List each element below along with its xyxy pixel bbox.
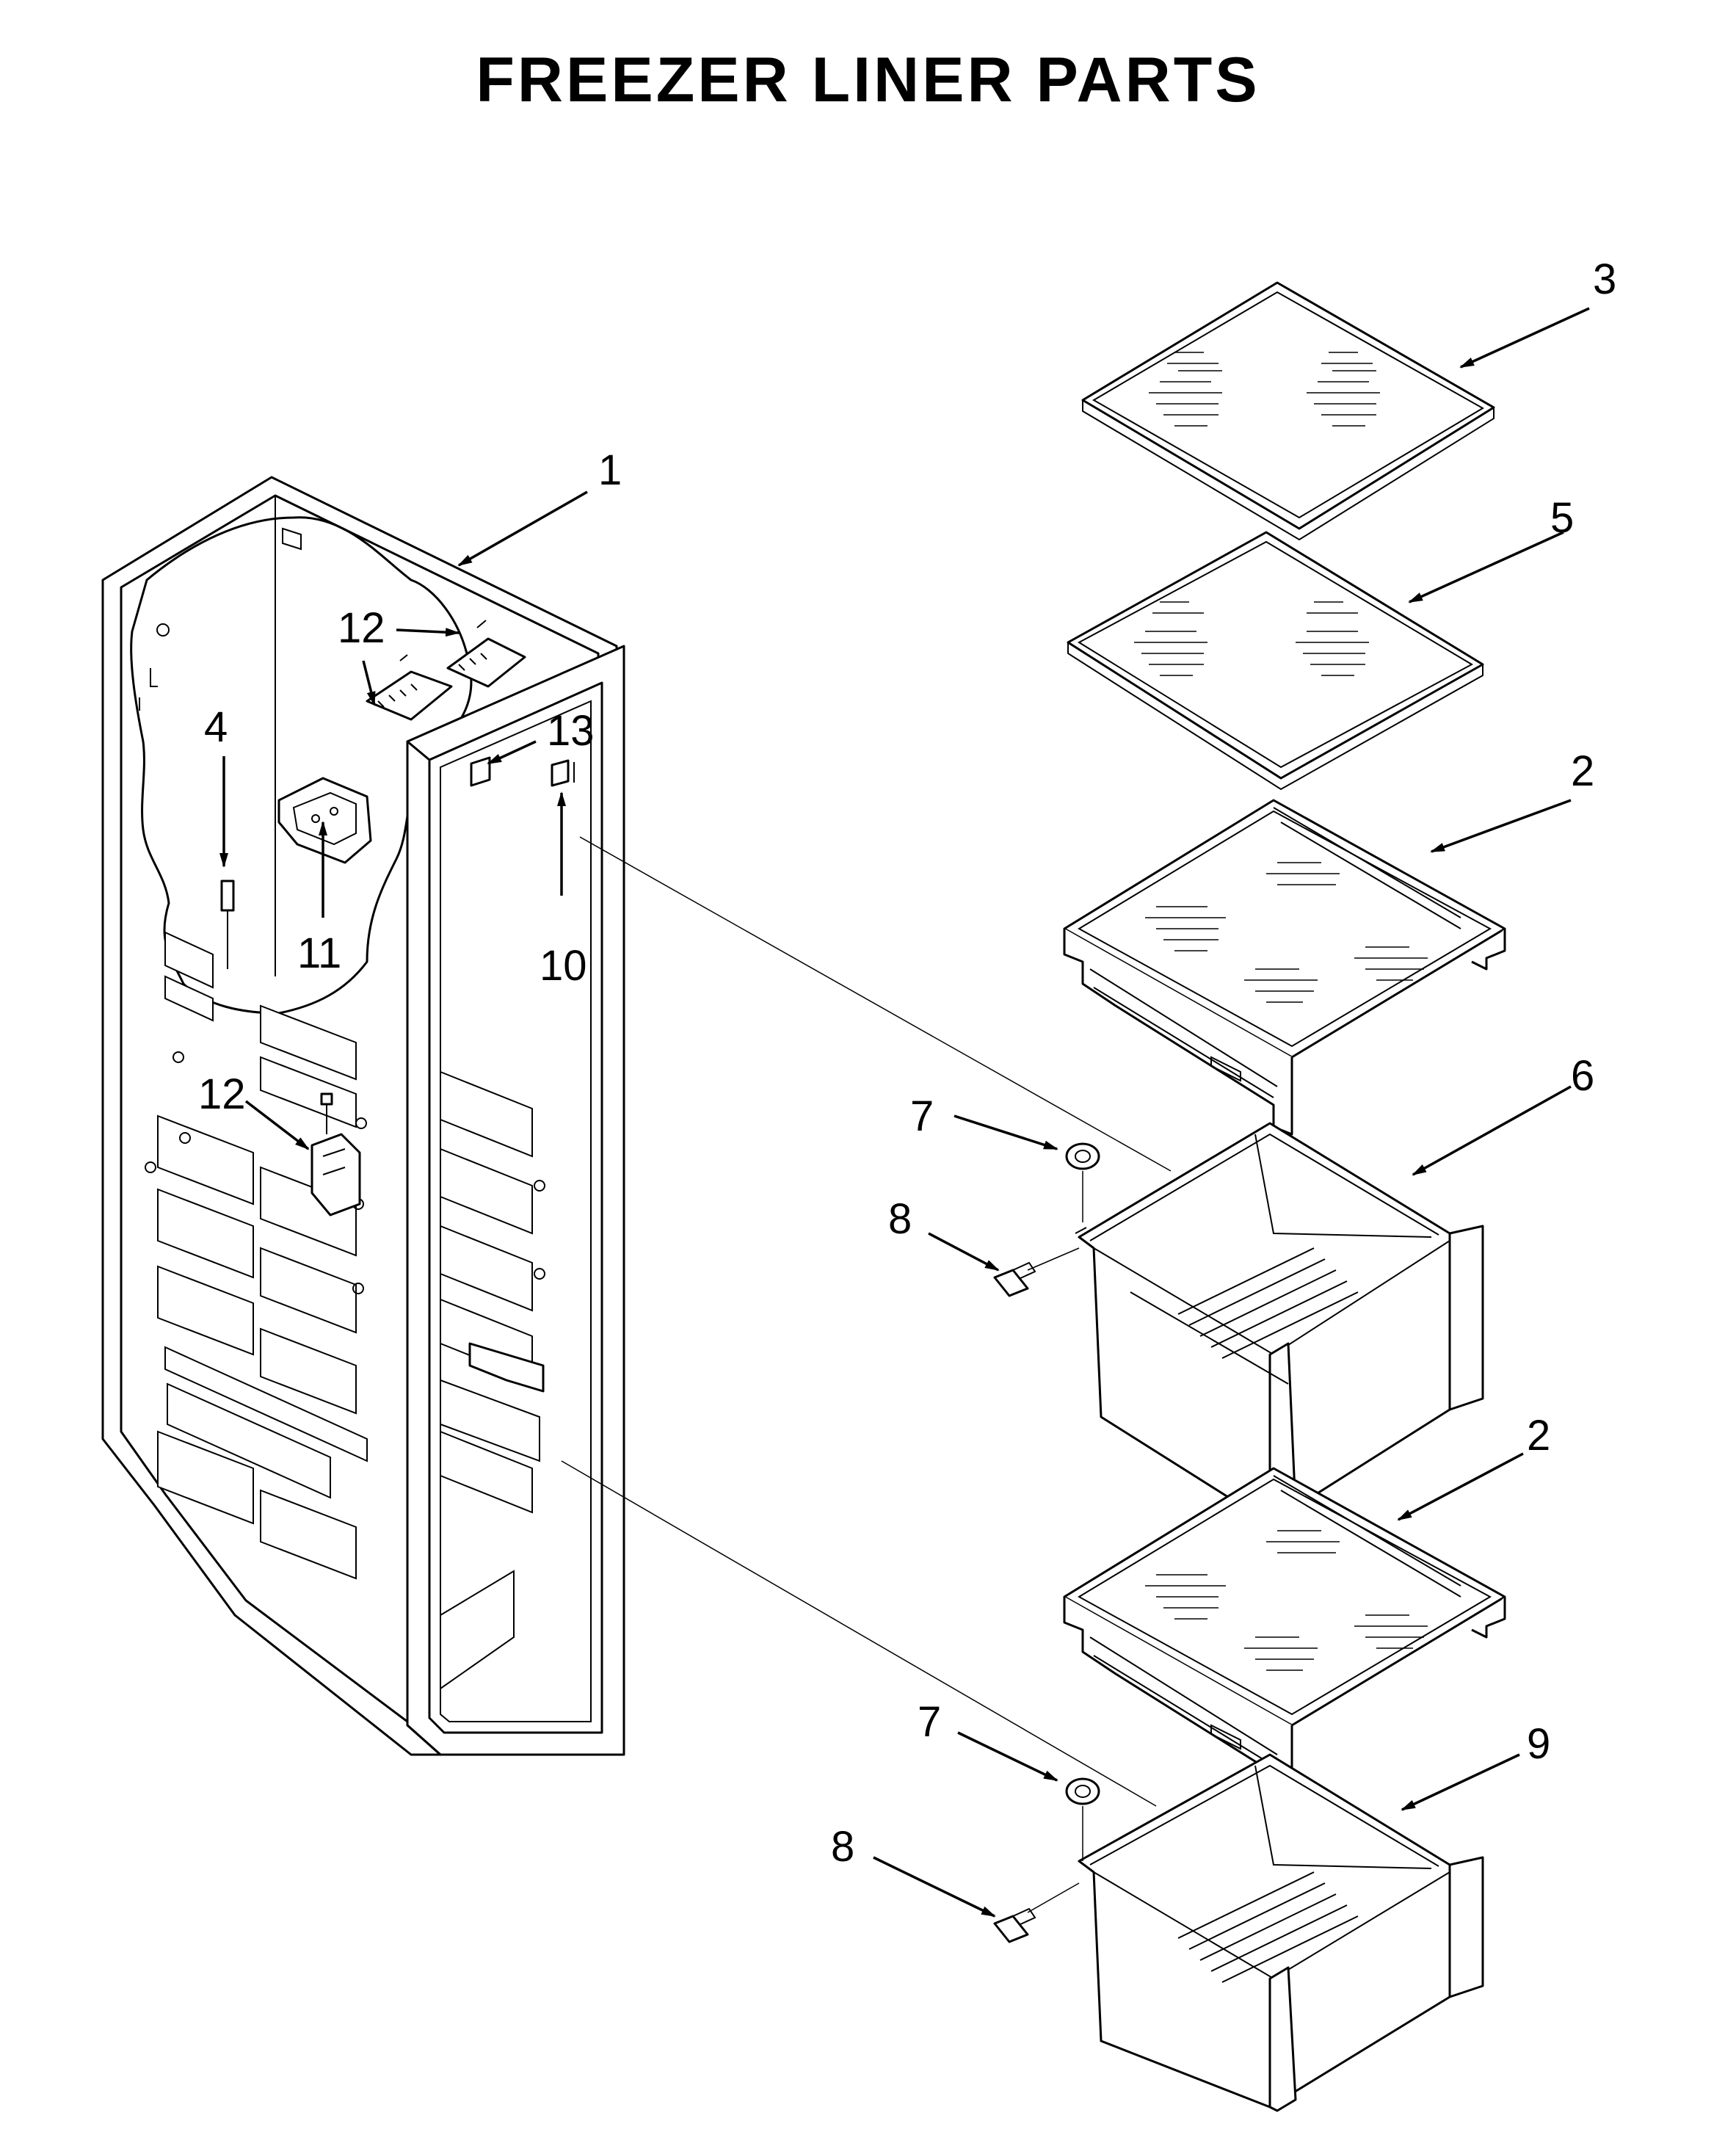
stop-upper	[1065, 1142, 1100, 1170]
storage-bin-upper	[1075, 1122, 1484, 1525]
shelf-glass-top	[1081, 281, 1495, 541]
callout-3: 3	[1593, 255, 1616, 303]
freezer-liner	[101, 476, 625, 1756]
screw-upper	[993, 1261, 1036, 1297]
callout-6: 6	[1571, 1052, 1594, 1100]
explode-lines	[561, 836, 1172, 1913]
stop-lower	[1065, 1777, 1100, 1805]
callout-9: 9	[1527, 1720, 1550, 1768]
callout-13: 13	[547, 707, 595, 755]
shelf-frame-lower	[1063, 1467, 1506, 1804]
screw-lower	[993, 1907, 1036, 1943]
callout-labels: 1 2 2 3 4 5 6 7 7 8 8 9 10 11 12 12 13	[198, 255, 1616, 1871]
callout-2-upper: 2	[1571, 747, 1594, 795]
callout-arrows	[219, 307, 1590, 1918]
light-socket-middle	[310, 1092, 361, 1217]
control-housing	[277, 777, 372, 864]
light-socket-top	[366, 620, 526, 721]
callout-12-middle: 12	[198, 1070, 246, 1118]
callout-10: 10	[540, 942, 587, 990]
thermistor	[220, 880, 235, 969]
diagram-title: FREEZER LINER PARTS	[476, 45, 1260, 115]
callout-4: 4	[204, 703, 228, 751]
callout-7-upper: 7	[910, 1092, 934, 1140]
callout-8-lower: 8	[831, 1823, 854, 1871]
callout-8-upper: 8	[888, 1195, 912, 1243]
callout-7-lower: 7	[918, 1698, 941, 1746]
callout-1: 1	[598, 446, 622, 494]
shelf-glass-second	[1067, 531, 1484, 791]
callout-12-top: 12	[338, 604, 385, 652]
storage-bin-lower	[1078, 1753, 1484, 2112]
shelf-frame-upper	[1063, 799, 1506, 1136]
callout-5: 5	[1550, 494, 1574, 542]
callout-2-lower: 2	[1527, 1412, 1550, 1460]
callout-11: 11	[297, 929, 341, 977]
